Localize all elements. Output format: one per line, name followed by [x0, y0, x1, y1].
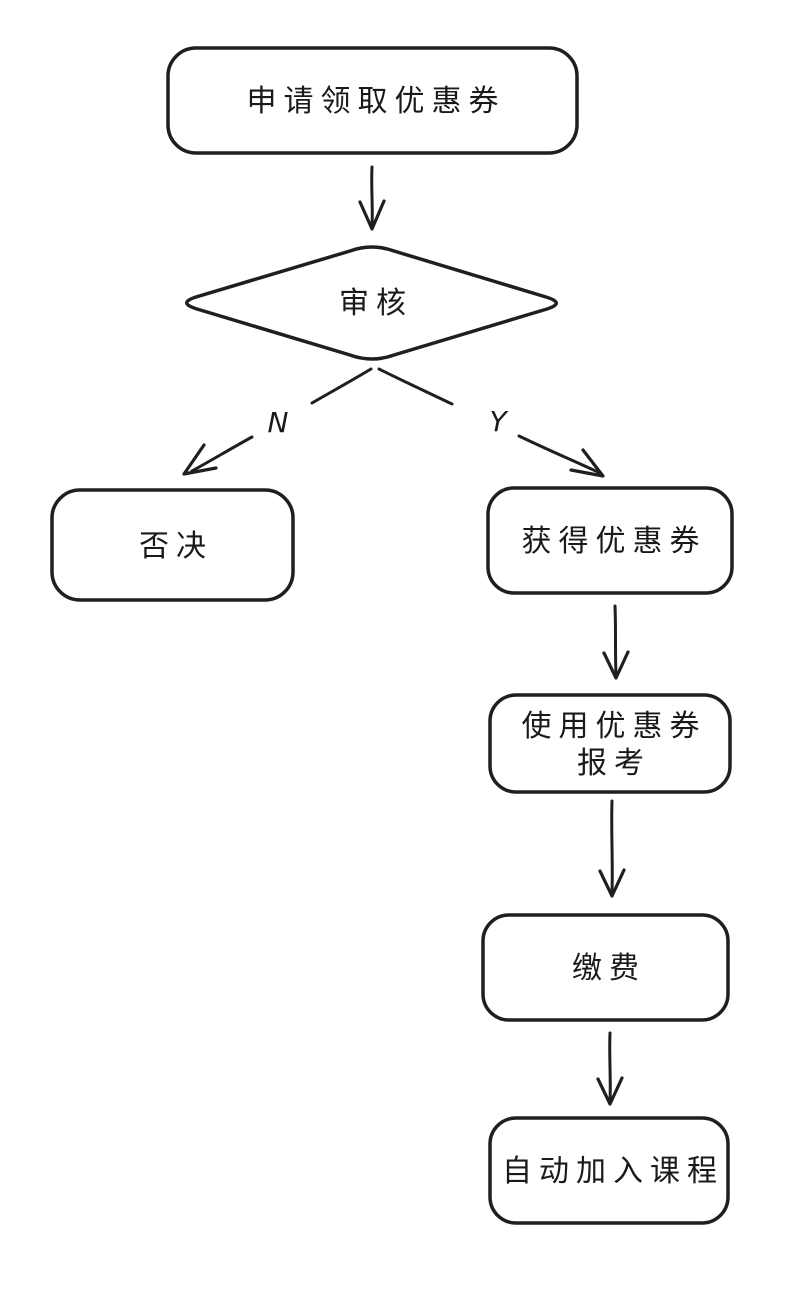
node-apply-label: 申请领取优惠券 — [247, 84, 506, 119]
node-pay-label: 缴费 — [572, 951, 646, 986]
node-use-shape — [488, 693, 732, 794]
node-pay-shape — [481, 913, 730, 1022]
edge-use-pay — [610, 799, 614, 895]
edge-review-reject-upper — [310, 367, 373, 405]
edge-review-reject-lower — [190, 435, 254, 473]
node-pay: 缴费 — [481, 913, 730, 1022]
node-use-label-line1: 使用优惠券 — [522, 709, 707, 744]
node-join: 自动加入课程 — [488, 1116, 730, 1225]
node-apply: 申请领取优惠券 — [166, 46, 579, 155]
node-reject-label: 否决 — [139, 529, 213, 564]
node-review-label: 审核 — [339, 286, 413, 321]
node-obtain-shape — [486, 486, 734, 595]
arrowhead-obtain-use — [602, 650, 630, 680]
node-review: 审核 — [185, 245, 558, 361]
node-join-shape — [488, 1116, 730, 1225]
edge-obtain-use — [613, 604, 618, 677]
branch-label-no: N — [268, 406, 289, 439]
node-obtain-label: 获得优惠券 — [522, 524, 707, 559]
edges: N Y — [182, 165, 630, 1106]
edge-review-obtain-upper — [377, 367, 454, 406]
node-reject: 否决 — [50, 488, 295, 602]
node-apply-shape — [166, 46, 579, 155]
node-reject-shape — [50, 488, 295, 602]
edge-pay-join — [608, 1031, 612, 1103]
node-review-shape — [185, 245, 558, 361]
edge-review-obtain-lower — [517, 434, 602, 475]
arrowhead-review-obtain — [569, 448, 605, 478]
node-use: 使用优惠券 报考 — [488, 693, 732, 794]
edge-apply-review — [370, 165, 374, 228]
branch-label-yes: Y — [489, 405, 508, 438]
arrowhead-apply-review — [358, 199, 386, 231]
node-use-label-line2: 报考 — [577, 746, 651, 781]
node-obtain: 获得优惠券 — [486, 486, 734, 595]
arrowhead-review-reject — [182, 443, 218, 476]
arrowhead-use-pay — [598, 868, 626, 898]
arrowhead-pay-join — [596, 1076, 624, 1106]
node-join-label: 自动加入课程 — [502, 1154, 724, 1189]
